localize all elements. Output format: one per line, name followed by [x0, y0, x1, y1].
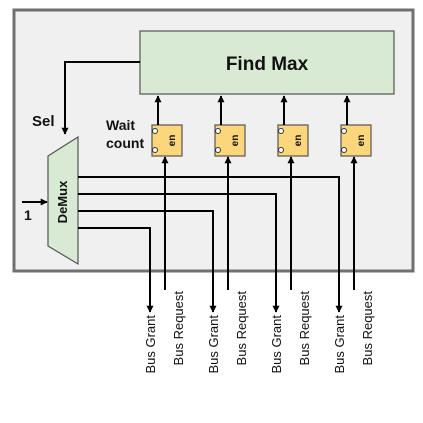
counter-clock-bubble	[152, 147, 158, 153]
find-max-label: Find Max	[226, 54, 309, 75]
bus-request-label: Bus Request	[360, 291, 375, 366]
bus-grant-label: Bus Grant	[269, 315, 284, 374]
sel-wire	[61, 61, 140, 135]
counter-clock-bubble	[278, 147, 284, 153]
demux-input-value: 1	[24, 207, 32, 223]
bus-grant-wire	[78, 193, 280, 313]
bus-request-label: Bus Request	[234, 291, 249, 366]
counter-clock-bubble	[215, 147, 221, 153]
demux-label: DeMux	[55, 180, 70, 223]
counter-clock-bubble	[341, 147, 347, 153]
bus-grant-label: Bus Grant	[332, 315, 347, 374]
demux-block	[47, 135, 79, 266]
counter-enable-label: en	[293, 135, 304, 147]
counter-reset-bubble	[152, 128, 158, 134]
wait-count-line-1: Wait	[106, 117, 135, 133]
wait-count-label: Wait count	[106, 117, 144, 151]
bus-grant-label: Bus Grant	[143, 315, 158, 374]
bus-grant-wire	[78, 227, 154, 313]
bus-grant-label: Bus Grant	[206, 315, 221, 374]
bus-grant-wire	[78, 176, 343, 313]
sel-label: Sel	[32, 113, 55, 130]
find-max-block	[139, 30, 395, 95]
counter-enable-label: en	[230, 135, 241, 147]
counter-reset-bubble	[341, 128, 347, 134]
counter-reset-bubble	[278, 128, 284, 134]
counter-enable-label: en	[167, 135, 178, 147]
counter-enable-label: en	[356, 135, 367, 147]
wait-count-line-2: count	[106, 135, 144, 151]
counter-reset-bubble	[215, 128, 221, 134]
bus-request-label: Bus Request	[297, 291, 312, 366]
bus-request-label: Bus Request	[171, 291, 186, 366]
bus-grant-wire	[78, 210, 217, 313]
